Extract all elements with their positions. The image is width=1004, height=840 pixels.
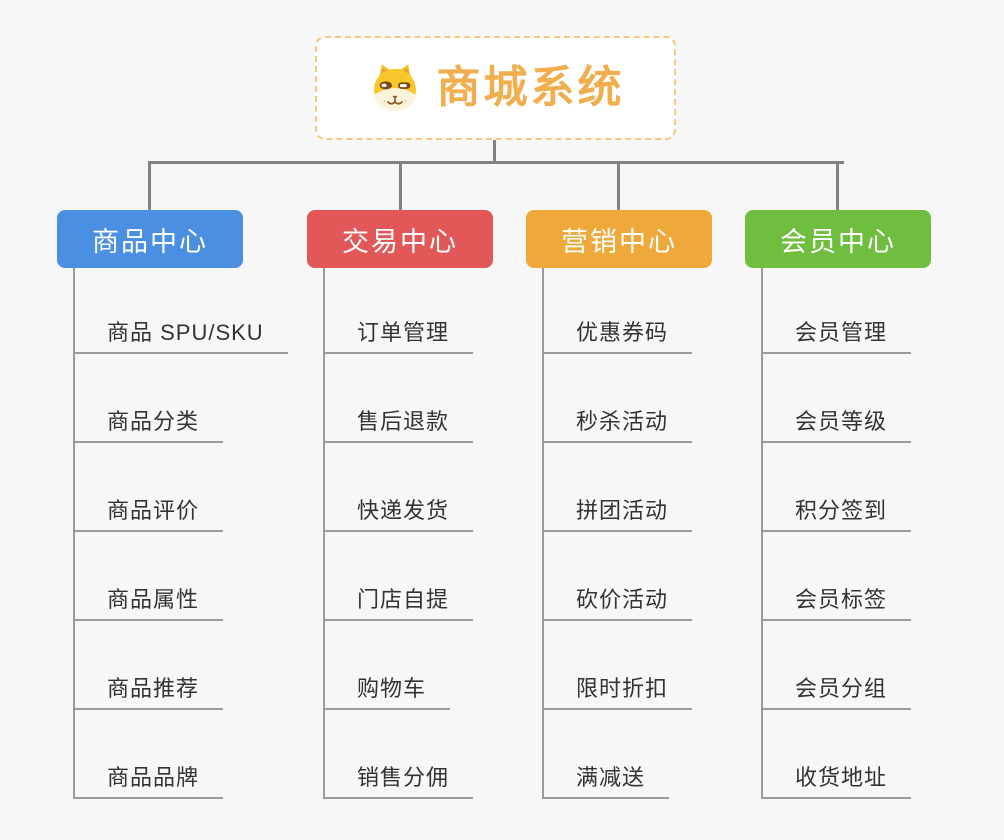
leaf-item[interactable]: 会员等级 <box>763 354 931 443</box>
leaf-label: 拼团活动 <box>544 498 693 532</box>
leaf-label: 商品 SPU/SKU <box>75 320 288 354</box>
leaf-item[interactable]: 优惠券码 <box>544 268 712 354</box>
branch-node-product-center[interactable]: 商品中心 <box>57 210 243 268</box>
branch-product-center: 商品中心 商品 SPU/SKU 商品分类 商品评价 商品属性 商品推荐 商品品牌 <box>57 210 288 799</box>
leaf-item[interactable]: 商品分类 <box>75 354 288 443</box>
leaf-item[interactable]: 销售分佣 <box>325 710 493 799</box>
leaf-label: 收货地址 <box>763 765 912 799</box>
connector-drop-product <box>148 161 151 210</box>
leaf-label: 满减送 <box>544 765 670 799</box>
leaf-item[interactable]: 商品属性 <box>75 532 288 621</box>
leaf-item[interactable]: 收货地址 <box>763 710 931 799</box>
leaf-label: 会员分组 <box>763 676 912 710</box>
branch-trade-center: 交易中心 订单管理 售后退款 快递发货 门店自提 购物车 销售分佣 <box>307 210 493 799</box>
leaf-label: 销售分佣 <box>325 765 474 799</box>
leaf-label: 快递发货 <box>325 498 474 532</box>
dog-face-icon <box>367 60 423 116</box>
branch-trade-leaves: 订单管理 售后退款 快递发货 门店自提 购物车 销售分佣 <box>323 268 493 799</box>
root-title: 商城系统 <box>436 63 625 112</box>
leaf-label: 会员标签 <box>763 587 912 621</box>
leaf-label: 会员管理 <box>763 320 912 354</box>
leaf-label: 购物车 <box>325 676 451 710</box>
branch-member-leaves: 会员管理 会员等级 积分签到 会员标签 会员分组 收货地址 <box>761 268 931 799</box>
leaf-item[interactable]: 商品评价 <box>75 443 288 532</box>
leaf-item[interactable]: 门店自提 <box>325 532 493 621</box>
connector-drop-marketing <box>617 161 620 210</box>
leaf-label: 优惠券码 <box>544 320 693 354</box>
leaf-item[interactable]: 会员管理 <box>763 268 931 354</box>
leaf-label: 订单管理 <box>325 320 474 354</box>
leaf-label: 商品分类 <box>75 409 224 443</box>
leaf-item[interactable]: 购物车 <box>325 621 493 710</box>
leaf-item[interactable]: 积分签到 <box>763 443 931 532</box>
leaf-item[interactable]: 砍价活动 <box>544 532 712 621</box>
connector-rail <box>148 161 844 164</box>
leaf-label: 售后退款 <box>325 409 474 443</box>
branch-marketing-leaves: 优惠券码 秒杀活动 拼团活动 砍价活动 限时折扣 满减送 <box>542 268 712 799</box>
connector-drop-trade <box>399 161 402 210</box>
leaf-item[interactable]: 会员分组 <box>763 621 931 710</box>
branch-node-member-center[interactable]: 会员中心 <box>745 210 931 268</box>
leaf-label: 会员等级 <box>763 409 912 443</box>
branch-member-center: 会员中心 会员管理 会员等级 积分签到 会员标签 会员分组 收货地址 <box>745 210 931 799</box>
branch-marketing-center: 营销中心 优惠券码 秒杀活动 拼团活动 砍价活动 限时折扣 满减送 <box>526 210 712 799</box>
leaf-item[interactable]: 拼团活动 <box>544 443 712 532</box>
leaf-item[interactable]: 商品推荐 <box>75 621 288 710</box>
leaf-label: 商品属性 <box>75 587 224 621</box>
leaf-item[interactable]: 商品 SPU/SKU <box>75 268 288 354</box>
branch-node-marketing-center[interactable]: 营销中心 <box>526 210 712 268</box>
leaf-item[interactable]: 秒杀活动 <box>544 354 712 443</box>
connector-root-stub <box>493 140 496 163</box>
leaf-item[interactable]: 快递发货 <box>325 443 493 532</box>
leaf-label: 商品推荐 <box>75 676 224 710</box>
leaf-label: 砍价活动 <box>544 587 693 621</box>
connector-drop-member <box>836 161 839 210</box>
root-node[interactable]: 商城系统 <box>315 36 676 140</box>
leaf-item[interactable]: 订单管理 <box>325 268 493 354</box>
leaf-label: 门店自提 <box>325 587 474 621</box>
leaf-label: 积分签到 <box>763 498 912 532</box>
leaf-label: 秒杀活动 <box>544 409 693 443</box>
leaf-item[interactable]: 会员标签 <box>763 532 931 621</box>
leaf-label: 商品评价 <box>75 498 224 532</box>
leaf-item[interactable]: 限时折扣 <box>544 621 712 710</box>
branch-product-leaves: 商品 SPU/SKU 商品分类 商品评价 商品属性 商品推荐 商品品牌 <box>73 268 288 799</box>
leaf-item[interactable]: 售后退款 <box>325 354 493 443</box>
leaf-item[interactable]: 商品品牌 <box>75 710 288 799</box>
leaf-item[interactable]: 满减送 <box>544 710 712 799</box>
branch-node-trade-center[interactable]: 交易中心 <box>307 210 493 268</box>
leaf-label: 商品品牌 <box>75 765 224 799</box>
leaf-label: 限时折扣 <box>544 676 693 710</box>
